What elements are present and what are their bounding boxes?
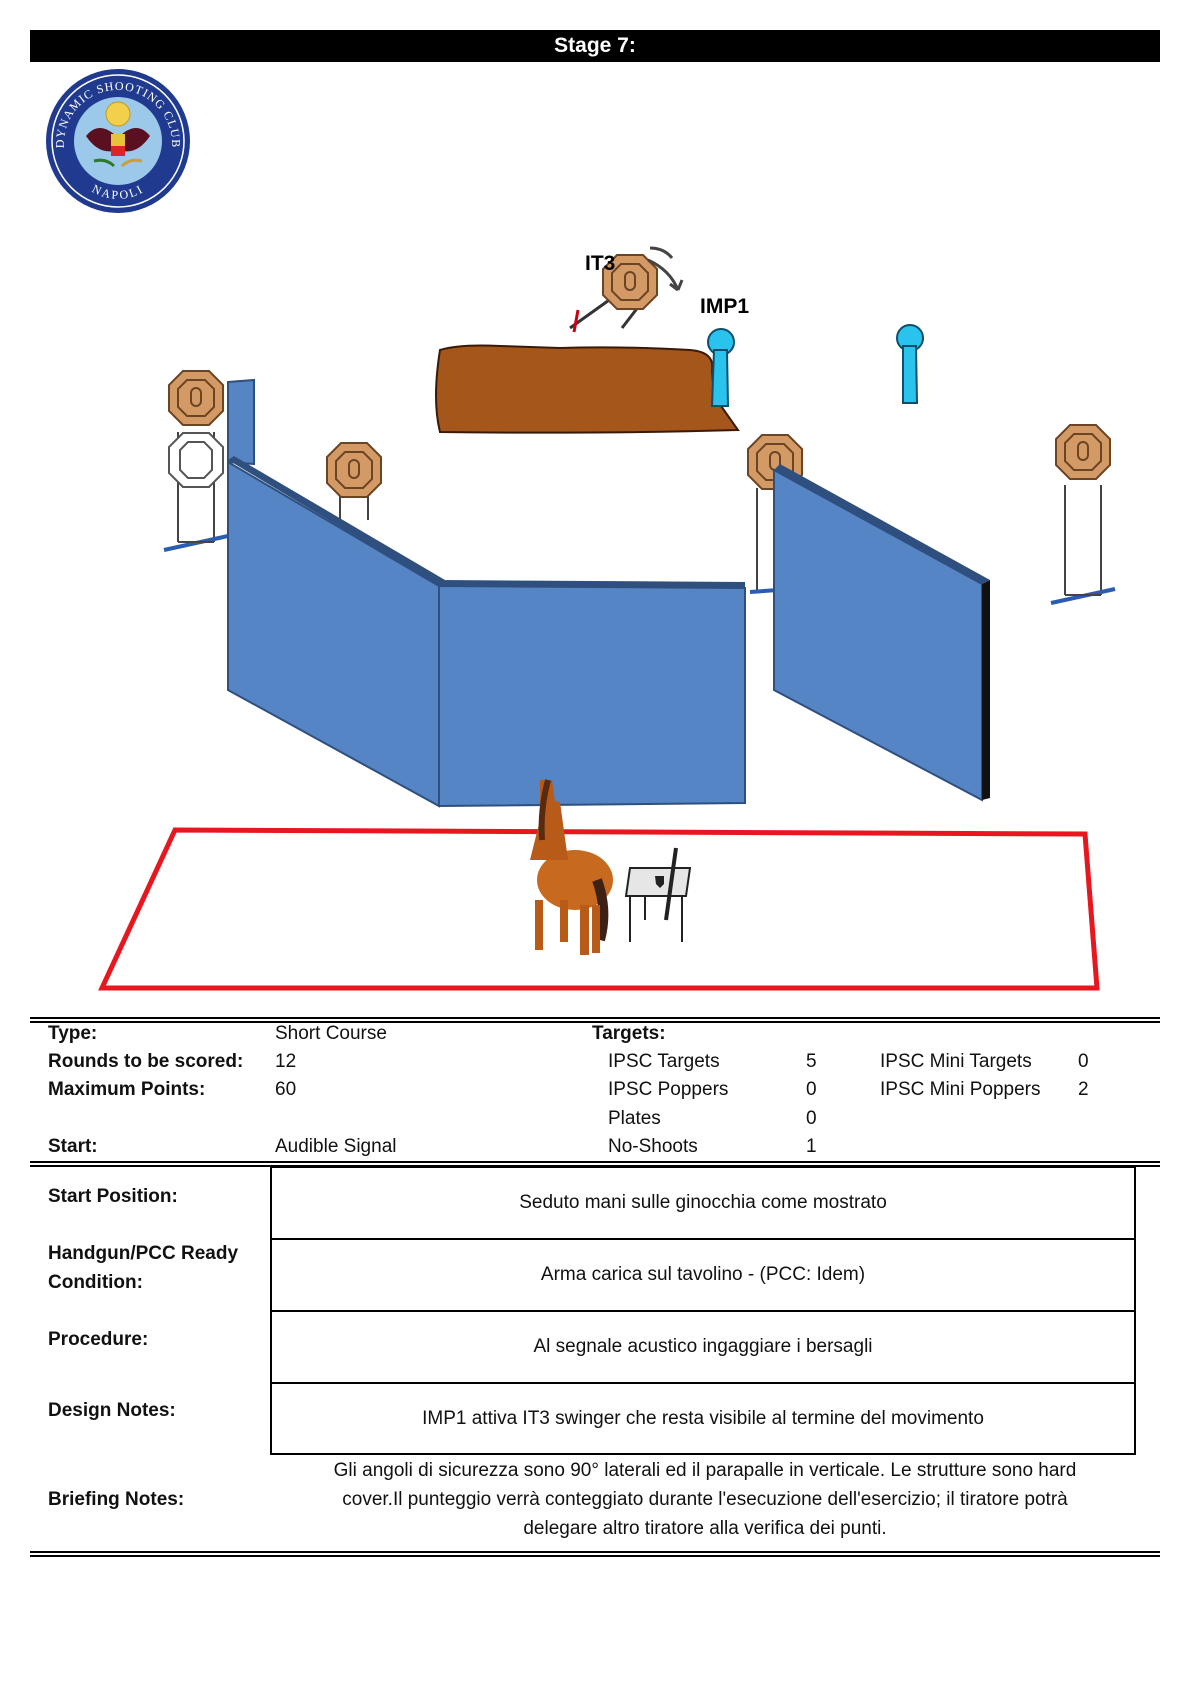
mini-target-count-0: 0 [1078, 1051, 1089, 1072]
mini-target-count-1: 2 [1078, 1079, 1089, 1100]
club-logo: DYNAMIC SHOOTING CLUB NAPOLI [46, 69, 190, 213]
type-value: Short Course [275, 1023, 387, 1044]
stage-title: Stage 7: [30, 30, 1160, 62]
target-count-2: 0 [806, 1108, 817, 1129]
start-value: Audible Signal [275, 1136, 397, 1157]
procedure-label: Procedure: [48, 1329, 149, 1350]
ready-condition-label-1: Handgun/PCC Ready [48, 1243, 239, 1264]
target-name-3: No-Shoots [608, 1136, 698, 1157]
mini-target-name-1: IPSC Mini Poppers [880, 1079, 1041, 1100]
start-label: Start: [48, 1136, 98, 1157]
wall-center [438, 580, 746, 808]
horse-figure [530, 779, 613, 965]
mini-target-name-0: IPSC Mini Targets [880, 1051, 1032, 1072]
procedure-value: Al segnale acustico ingaggiare i bersagl… [270, 1310, 1136, 1382]
briefing-line-3: delegare altro tiratore alla verifica de… [523, 1518, 887, 1539]
target-name-2: Plates [608, 1108, 661, 1129]
label-it3: IT3 [585, 252, 615, 275]
start-position-label: Start Position: [48, 1186, 178, 1207]
start-position-value: Seduto mani sulle ginocchia come mostrat… [270, 1166, 1136, 1238]
popper-mini [896, 324, 924, 404]
design-notes-label: Design Notes: [48, 1400, 176, 1421]
berm [435, 344, 740, 434]
rounds-value: 12 [275, 1051, 297, 1072]
wall-right [773, 464, 990, 802]
target-count-3: 1 [806, 1136, 817, 1157]
briefing-line-1: Gli angoli di sicurezza sono 90° lateral… [333, 1460, 1077, 1481]
target-name-0: IPSC Targets [608, 1051, 720, 1072]
max-points-label: Maximum Points: [48, 1079, 206, 1100]
shooting-area-fault-line [98, 827, 1100, 991]
table-with-gun [624, 847, 692, 942]
briefing-line-2: cover.Il punteggio verrà conteggiato dur… [342, 1489, 1068, 1510]
ready-condition-label-2: Condition: [48, 1272, 143, 1293]
design-notes-value: IMP1 attiva IT3 swinger che resta visibi… [270, 1382, 1136, 1455]
rounds-label: Rounds to be scored: [48, 1051, 244, 1072]
target-name-1: IPSC Poppers [608, 1079, 729, 1100]
target-count-1: 0 [806, 1079, 817, 1100]
swinger-target-it3 [569, 246, 684, 333]
no-shoot-target [168, 432, 224, 488]
stage-diagram: IT3 IMP1 [98, 246, 1117, 991]
targets-label: Targets: [592, 1023, 666, 1044]
max-points-value: 60 [275, 1079, 297, 1100]
ipsc-target-2 [326, 442, 382, 520]
svg-text:NAPOLI: NAPOLI [90, 182, 146, 203]
popper-imp1 [707, 328, 735, 407]
label-imp1: IMP1 [700, 295, 749, 318]
ipsc-target-right [1049, 424, 1117, 605]
ready-condition-value: Arma carica sul tavolino - (PCC: Idem) [270, 1238, 1136, 1310]
target-count-0: 5 [806, 1051, 817, 1072]
wall-left [227, 378, 445, 808]
type-label-text: Type: [48, 1023, 98, 1044]
briefing-notes-label: Briefing Notes: [48, 1489, 185, 1510]
briefing-notes-value: Gli angoli di sicurezza sono 90° lateral… [290, 1456, 1120, 1543]
